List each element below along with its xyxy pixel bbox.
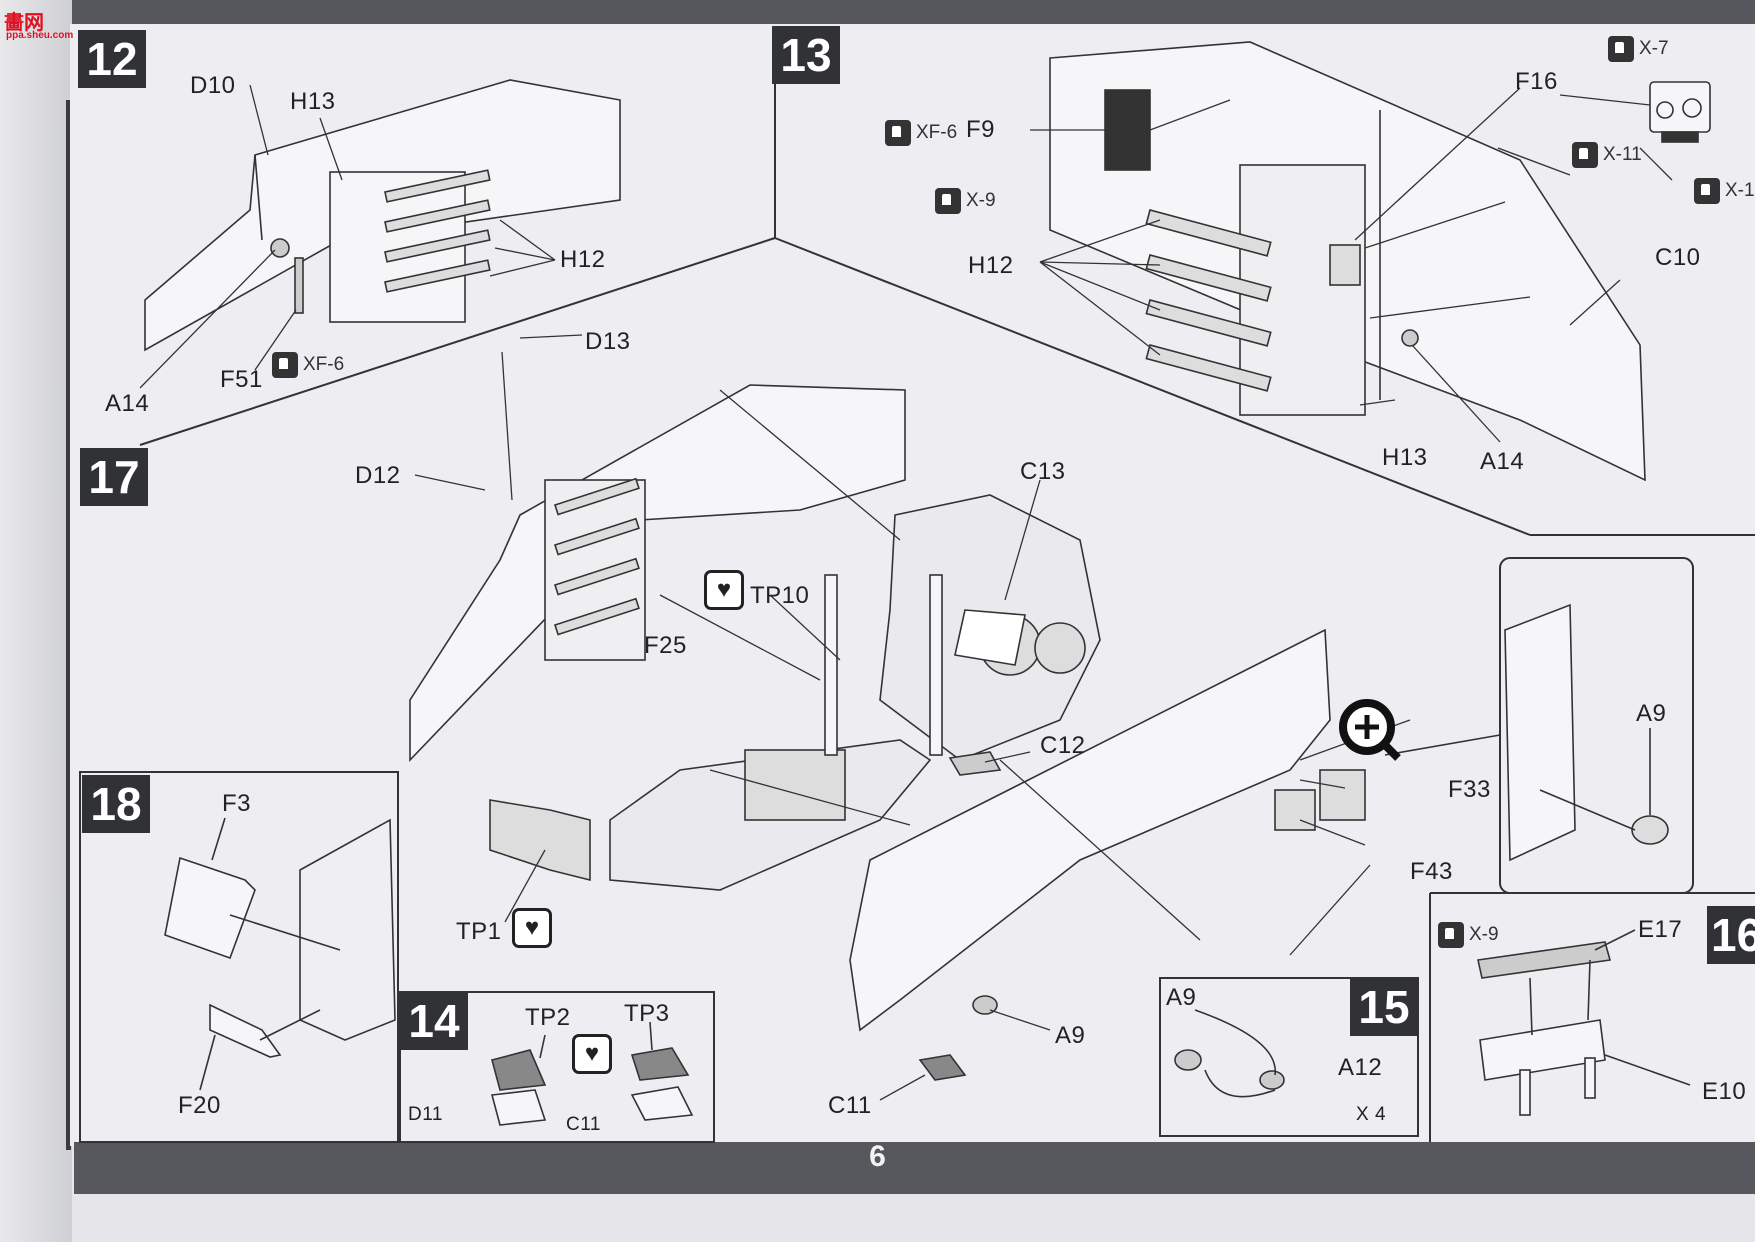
paint-callout-x7: X-7 — [1608, 36, 1669, 62]
paint-callout-x11: X-11 — [1572, 142, 1642, 168]
part-label-F51: F51 — [220, 366, 263, 393]
step13-drawing — [1049, 41, 1711, 482]
part-label-C11: C11 — [566, 1114, 601, 1135]
part-label-A9: A9 — [1166, 984, 1197, 1011]
paint-callout-x9: X-9 — [1438, 922, 1499, 948]
glue-tube-icon: ♥ — [704, 570, 744, 610]
part-label-C10: C10 — [1655, 244, 1701, 271]
part-label-C11: C11 — [828, 1092, 872, 1119]
part-label-F9: F9 — [966, 116, 996, 143]
step-badge-15: 15 — [1350, 978, 1418, 1036]
part-label-D10: D10 — [190, 72, 236, 99]
part-label-E17: E17 — [1638, 916, 1683, 943]
paint-bottle-icon — [1694, 178, 1720, 204]
part-label-F43: F43 — [1410, 858, 1453, 885]
paint-bottle-icon — [1438, 922, 1464, 948]
quantity-label: X 4 — [1356, 1104, 1387, 1125]
part-label-H12: H12 — [968, 252, 1014, 279]
part-label-H13: H13 — [290, 88, 336, 115]
step18-drawing — [164, 817, 396, 1091]
step15-frame — [1159, 977, 1419, 1137]
paint-callout-x1: X-1 — [1694, 178, 1755, 204]
part-label-D11: D11 — [408, 1104, 443, 1125]
part-label-TP1: TP1 — [456, 918, 502, 945]
part-label-TP2: TP2 — [525, 1004, 571, 1031]
step14-drawing — [490, 1021, 694, 1126]
watermark-logo: 畵网 — [4, 12, 44, 34]
paint-callout-x9: X-9 — [935, 188, 996, 214]
top-bar — [0, 0, 1755, 24]
paint-bottle-icon — [885, 120, 911, 146]
part-label-TP3: TP3 — [624, 1000, 670, 1027]
part-label-D12: D12 — [355, 462, 401, 489]
step-badge-16: 16 — [1707, 906, 1755, 964]
part-label-C12: C12 — [1040, 732, 1086, 759]
paint-callout-xf6: XF-6 — [272, 352, 344, 378]
glue-tube-icon: ♥ — [512, 908, 552, 948]
step15-drawing — [1174, 1009, 1285, 1098]
paint-bottle-icon — [1608, 36, 1634, 62]
part-label-H12: H12 — [560, 246, 606, 273]
part-label-E10: E10 — [1702, 1078, 1747, 1105]
zoom-detail-drawing — [1384, 603, 1669, 862]
part-label-H13: H13 — [1382, 444, 1428, 471]
part-label-F16: F16 — [1515, 68, 1558, 95]
part-label-A9: A9 — [1636, 700, 1667, 727]
part-label-A14: A14 — [105, 390, 150, 417]
step-badge-12: 12 — [78, 30, 146, 88]
step14-frame — [399, 991, 715, 1143]
bottom-bar — [74, 1142, 1755, 1194]
part-label-F33: F33 — [1448, 776, 1491, 803]
part-label-A9: A9 — [1055, 1022, 1086, 1049]
spine-edge — [66, 100, 71, 1150]
step-badge-17: 17 — [80, 448, 148, 506]
part-label-F3: F3 — [222, 790, 252, 817]
step16-drawing — [1477, 929, 1691, 1116]
part-label-F20: F20 — [178, 1092, 221, 1119]
step17-drawing — [409, 384, 1366, 1081]
paint-callout-xf6: XF-6 — [885, 120, 957, 146]
paint-bottle-icon — [272, 352, 298, 378]
part-label-F25: F25 — [644, 632, 687, 659]
step12-drawing — [144, 79, 621, 352]
step18-frame — [79, 771, 399, 1143]
paint-bottle-icon — [1572, 142, 1598, 168]
step-badge-18: 18 — [82, 775, 150, 833]
part-label-A14: A14 — [1480, 448, 1525, 475]
step-badge-13: 13 — [772, 26, 840, 84]
step-badge-14: 14 — [400, 992, 468, 1050]
part-label-TP10: TP10 — [750, 582, 810, 609]
part-label-A12: A12 — [1338, 1054, 1383, 1081]
paint-bottle-icon — [935, 188, 961, 214]
page-number: 6 — [869, 1140, 886, 1173]
binding-spine — [0, 0, 72, 1242]
watermark-url: ppa.sheu.com — [6, 30, 74, 41]
glue-tube-icon: ♥ — [572, 1034, 612, 1074]
part-label-C13: C13 — [1020, 458, 1066, 485]
zoom-magnifier-icon — [1339, 699, 1401, 761]
part-label-D13: D13 — [585, 328, 631, 355]
